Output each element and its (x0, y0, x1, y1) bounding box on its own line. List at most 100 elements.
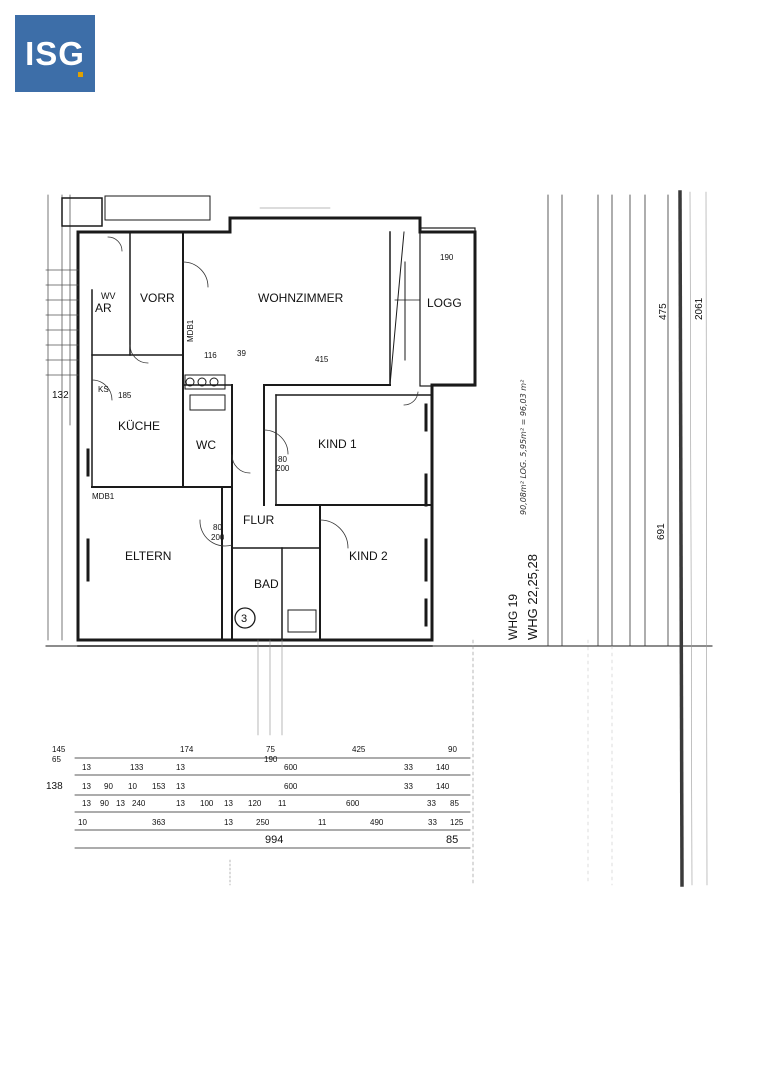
dim-total-sub: 85 (446, 834, 458, 846)
dim-r1s-1: 190 (264, 755, 278, 764)
dim-row-5: 10 363 13 250 11 490 33 125 (78, 818, 464, 827)
dim-r5-1: 363 (152, 818, 166, 827)
room-ar: AR (95, 301, 112, 315)
label-80a: 80 (278, 455, 287, 464)
dim-r2-1: 133 (130, 763, 144, 772)
label-116: 116 (204, 351, 217, 360)
wall (389, 231, 405, 386)
elevation-line (678, 190, 684, 887)
dim-r4-2: 13 (116, 799, 125, 808)
dim-r3-6: 33 (404, 782, 413, 791)
label-height-691: 691 (656, 523, 667, 540)
label-left-dim: 132 (52, 390, 69, 401)
loggia-outline (419, 227, 476, 387)
dim-row-3: 13 90 10 153 13 600 33 140 (82, 782, 450, 791)
label-80b: 80 (213, 523, 222, 532)
dim-r3-5: 600 (284, 782, 298, 791)
dim-r4-6: 13 (224, 799, 233, 808)
room-kueche: KÜCHE (118, 419, 160, 433)
outer-wall-right (76, 230, 434, 642)
dim-r5-3: 250 (256, 818, 270, 827)
dim-row-1: 145 174 75 425 90 65 190 (52, 745, 457, 764)
room-wohnzimmer: WOHNZIMMER (258, 291, 344, 305)
dim-r1-3: 425 (352, 745, 366, 754)
wc-fixture (189, 394, 226, 411)
dim-r4-0: 13 (82, 799, 91, 808)
dim-total-width: 994 (265, 834, 283, 846)
dim-r1s-0: 65 (52, 755, 61, 764)
label-185: 185 (118, 391, 132, 400)
label-200b: 200 (211, 533, 225, 542)
stair-hatching (45, 194, 79, 641)
logo-accent-dot (78, 72, 83, 77)
label-whg-19: WHG 19 (506, 594, 520, 640)
logo-text: ISG (25, 34, 85, 72)
room-flur: FLUR (243, 513, 275, 527)
entrance-block (61, 197, 103, 227)
dim-r2-3: 600 (284, 763, 298, 772)
label-mdb-left: MDB1 (92, 492, 115, 501)
label-area-formula: 90,08m² LOG. 5,95m² = 96,03 m² (519, 379, 528, 515)
label-whg-list: WHG 22,25,28 (525, 554, 540, 640)
dim-r2-5: 140 (436, 763, 450, 772)
dim-row-2: 138 13 133 13 600 33 140 (46, 763, 450, 792)
top-window (104, 195, 211, 221)
dim-r3-3: 153 (152, 782, 166, 791)
dim-r2-label: 138 (46, 781, 63, 792)
dim-r3-4: 13 (176, 782, 185, 791)
dim-r5-4: 11 (318, 818, 327, 827)
dim-r5-5: 490 (370, 818, 384, 827)
label-ks: KS (98, 385, 109, 394)
dim-r1-4: 90 (448, 745, 457, 754)
dim-r4-9: 600 (346, 799, 360, 808)
dim-r2-0: 13 (82, 763, 91, 772)
dim-r4-8: 11 (278, 799, 287, 808)
dim-r5-0: 10 (78, 818, 87, 827)
bad-marker-circle (234, 607, 256, 629)
dim-r1-2: 75 (266, 745, 275, 754)
plan-linework (45, 190, 713, 887)
label-190: 190 (440, 253, 454, 262)
stove-burners (184, 374, 226, 390)
door-swings (91, 236, 419, 549)
construction-lines (229, 639, 474, 886)
room-eltern: ELTERN (125, 549, 171, 563)
height-staff (547, 194, 669, 647)
room-kind1: KIND 1 (318, 437, 357, 451)
room-logg: LOGG (427, 296, 462, 310)
room-wc: WC (196, 438, 216, 452)
bad-marker: 3 (241, 613, 247, 625)
label-height-2061: 2061 (694, 297, 705, 320)
label-39: 39 (237, 349, 246, 358)
dim-r3-7: 140 (436, 782, 450, 791)
dimension-lines (74, 757, 471, 849)
bad-fixture (287, 609, 317, 633)
dim-r2-4: 33 (404, 763, 413, 772)
dim-r5-6: 33 (428, 818, 437, 827)
dim-r4-4: 13 (176, 799, 185, 808)
dim-r5-7: 125 (450, 818, 464, 827)
dim-r4-11: 85 (450, 799, 459, 808)
dim-r2-2: 13 (176, 763, 185, 772)
label-415: 415 (315, 355, 329, 364)
isg-logo: ISG (15, 15, 95, 92)
dim-r1-0: 145 (52, 745, 66, 754)
dim-r3-1: 90 (104, 782, 113, 791)
room-kind2: KIND 2 (349, 549, 388, 563)
dim-r3-2: 10 (128, 782, 137, 791)
dim-r1-1: 174 (180, 745, 194, 754)
dim-r5-2: 13 (224, 818, 233, 827)
label-200a: 200 (276, 464, 290, 473)
dim-r4-10: 33 (427, 799, 436, 808)
room-bad: BAD (254, 577, 279, 591)
dim-row-4: 13 90 13 240 13 100 13 120 11 600 33 85 (82, 799, 459, 808)
label-mdb-top: MDB1 (186, 319, 195, 342)
room-vorr: VORR (140, 291, 175, 305)
room-wv: WV (101, 291, 116, 301)
dim-r4-3: 240 (132, 799, 146, 808)
dim-r3-0: 13 (82, 782, 91, 791)
dim-r4-5: 100 (200, 799, 214, 808)
label-height-475: 475 (658, 303, 669, 320)
dim-r4-1: 90 (100, 799, 109, 808)
